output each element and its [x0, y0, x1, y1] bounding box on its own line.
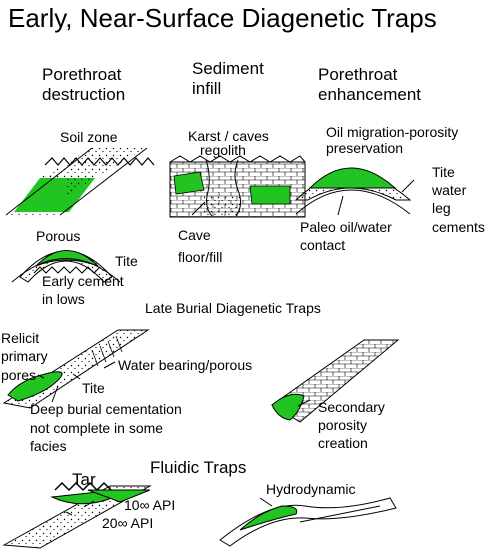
label-secondary-1: Secondary [318, 399, 385, 415]
label-paleo-contact-1: Paleo oil/water [300, 219, 392, 235]
label-early-cement-1: Early cement [42, 273, 124, 289]
label-tite-early: Tite [115, 253, 138, 269]
label-relicit-2: primary [1, 348, 48, 364]
label-tite-water-1: Tite [432, 164, 455, 180]
karst-caves-diagram [169, 155, 306, 218]
heading-late-burial: Late Burial Diagenetic Traps [145, 300, 321, 316]
label-deep-burial-1: Deep burial cementation [30, 401, 182, 417]
heading-porethroat-destruction-2: destruction [42, 85, 125, 104]
hydrodynamic-diagram [219, 497, 397, 547]
label-early-cement-2: in lows [42, 291, 85, 307]
label-cave-2: floor/fill [178, 249, 222, 265]
label-secondary-2: porosity [318, 417, 367, 433]
label-relicit-3: pores [1, 367, 36, 383]
relicit-pores-diagram [2, 329, 150, 409]
label-tite-water-4: cements [432, 219, 485, 235]
label-relicit-1: Relicit [1, 330, 39, 346]
page-title: Early, Near-Surface Diagenetic Traps [8, 3, 437, 33]
label-api-20: 20∞ API [102, 515, 153, 531]
label-karst-caves-2: regolith [200, 142, 246, 158]
label-oil-migration-2: preservation [326, 140, 403, 156]
label-api-10: 10∞ API [124, 497, 175, 513]
label-paleo-contact-2: contact [300, 237, 345, 253]
label-tite-water-3: leg [432, 200, 451, 216]
label-porous: Porous [36, 228, 80, 244]
label-tar: Tar [72, 470, 96, 489]
oil-migration-anticline-diagram [294, 167, 415, 216]
heading-sediment-infill-1: Sediment [192, 59, 264, 78]
early-cement-anticline-diagram [11, 250, 121, 283]
label-secondary-3: creation [318, 435, 368, 451]
heading-porethroat-enhancement-2: enhancement [318, 85, 421, 104]
secondary-porosity-diagram [271, 339, 400, 423]
label-tite-water-2: water [431, 182, 467, 198]
heading-fluidic-traps: Fluidic Traps [150, 458, 246, 477]
label-soil-zone: Soil zone [60, 129, 118, 145]
label-oil-migration-1: Oil migration-porosity [326, 124, 458, 140]
tar-trap-diagram [2, 481, 152, 549]
label-hydrodynamic: Hydrodynamic [266, 481, 355, 497]
label-deep-burial-3: facies [30, 438, 67, 454]
heading-porethroat-destruction-1: Porethroat [42, 65, 122, 84]
label-deep-burial-2: not complete in some [30, 420, 163, 436]
soil-zone-diagram [5, 147, 155, 216]
label-tite-late: Tite [82, 380, 105, 396]
label-karst-caves-1: Karst / caves [188, 128, 269, 144]
label-water-bearing: Water bearing/porous [118, 357, 252, 373]
heading-sediment-infill-2: infill [192, 79, 221, 98]
label-cave-1: Cave [178, 227, 211, 243]
heading-porethroat-enhancement-1: Porethroat [318, 65, 398, 84]
